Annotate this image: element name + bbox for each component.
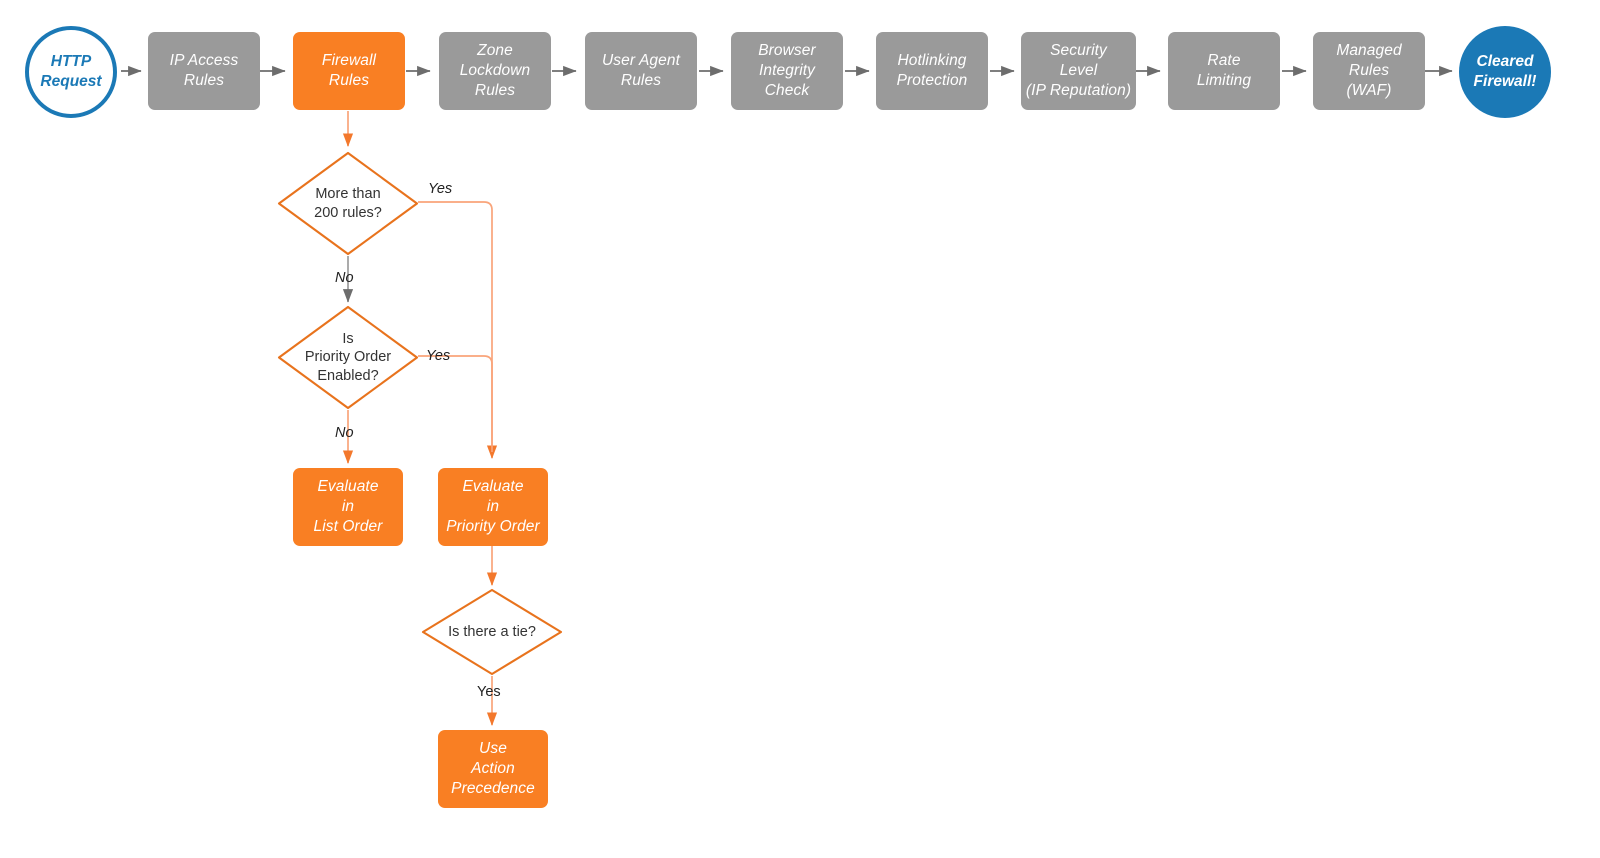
node-zone-lockdown-rules-label: Zone Lockdown Rules bbox=[459, 41, 531, 100]
decision-is-priority-order-enabled[interactable]: Is Priority Order Enabled? bbox=[277, 305, 419, 410]
edge-label-yes-priority: Yes bbox=[426, 348, 451, 364]
node-ip-access-rules-label: IP Access Rules bbox=[169, 51, 239, 89]
node-cleared-firewall-label: Cleared Firewall! bbox=[1473, 52, 1537, 90]
node-cleared-firewall[interactable]: Cleared Firewall! bbox=[1459, 26, 1551, 118]
node-security-level[interactable]: Security Level (IP Reputation) bbox=[1021, 32, 1136, 110]
node-http-request[interactable]: HTTP Request bbox=[25, 26, 117, 118]
node-ip-access-rules[interactable]: IP Access Rules bbox=[148, 32, 260, 110]
edge-label-yes-200: Yes bbox=[428, 181, 453, 197]
node-hotlinking-protection-label: Hotlinking Protection bbox=[896, 51, 968, 89]
node-evaluate-in-list-order-label: Evaluate in List Order bbox=[313, 477, 383, 536]
node-user-agent-rules-label: User Agent Rules bbox=[602, 51, 680, 89]
node-browser-integrity-check-label: Browser Integrity Check bbox=[758, 41, 816, 100]
node-http-request-label: HTTP Request bbox=[40, 52, 102, 90]
node-managed-rules-waf-label: Managed Rules (WAF) bbox=[1336, 41, 1402, 100]
node-evaluate-in-list-order[interactable]: Evaluate in List Order bbox=[293, 468, 403, 546]
decision-is-there-a-tie-label: Is there a tie? bbox=[448, 623, 536, 640]
node-evaluate-in-priority-order-label: Evaluate in Priority Order bbox=[446, 477, 540, 536]
decision-is-priority-order-enabled-label: Is Priority Order Enabled? bbox=[304, 330, 392, 384]
decision-more-than-200-rules[interactable]: More than 200 rules? bbox=[277, 151, 419, 256]
node-use-action-precedence[interactable]: Use Action Precedence bbox=[438, 730, 548, 808]
node-hotlinking-protection[interactable]: Hotlinking Protection bbox=[876, 32, 988, 110]
node-rate-limiting-label: Rate Limiting bbox=[1196, 51, 1252, 89]
node-firewall-rules-label: Firewall Rules bbox=[321, 51, 377, 89]
node-managed-rules-waf[interactable]: Managed Rules (WAF) bbox=[1313, 32, 1425, 110]
node-evaluate-in-priority-order[interactable]: Evaluate in Priority Order bbox=[438, 468, 548, 546]
decision-more-than-200-rules-label: More than 200 rules? bbox=[314, 185, 382, 221]
node-user-agent-rules[interactable]: User Agent Rules bbox=[585, 32, 697, 110]
node-security-level-label: Security Level (IP Reputation) bbox=[1025, 41, 1132, 100]
edge-label-no-200: No bbox=[335, 270, 354, 286]
node-zone-lockdown-rules[interactable]: Zone Lockdown Rules bbox=[439, 32, 551, 110]
edge-label-no-priority: No bbox=[335, 425, 354, 441]
edge-d2-yes bbox=[418, 355, 493, 452]
edge-d1-yes bbox=[418, 201, 498, 460]
node-firewall-rules[interactable]: Firewall Rules bbox=[293, 32, 405, 110]
decision-is-there-a-tie[interactable]: Is there a tie? bbox=[421, 588, 563, 676]
node-use-action-precedence-label: Use Action Precedence bbox=[451, 739, 535, 798]
node-browser-integrity-check[interactable]: Browser Integrity Check bbox=[731, 32, 843, 110]
edge-label-yes-tie: Yes bbox=[477, 684, 501, 700]
node-rate-limiting[interactable]: Rate Limiting bbox=[1168, 32, 1280, 110]
